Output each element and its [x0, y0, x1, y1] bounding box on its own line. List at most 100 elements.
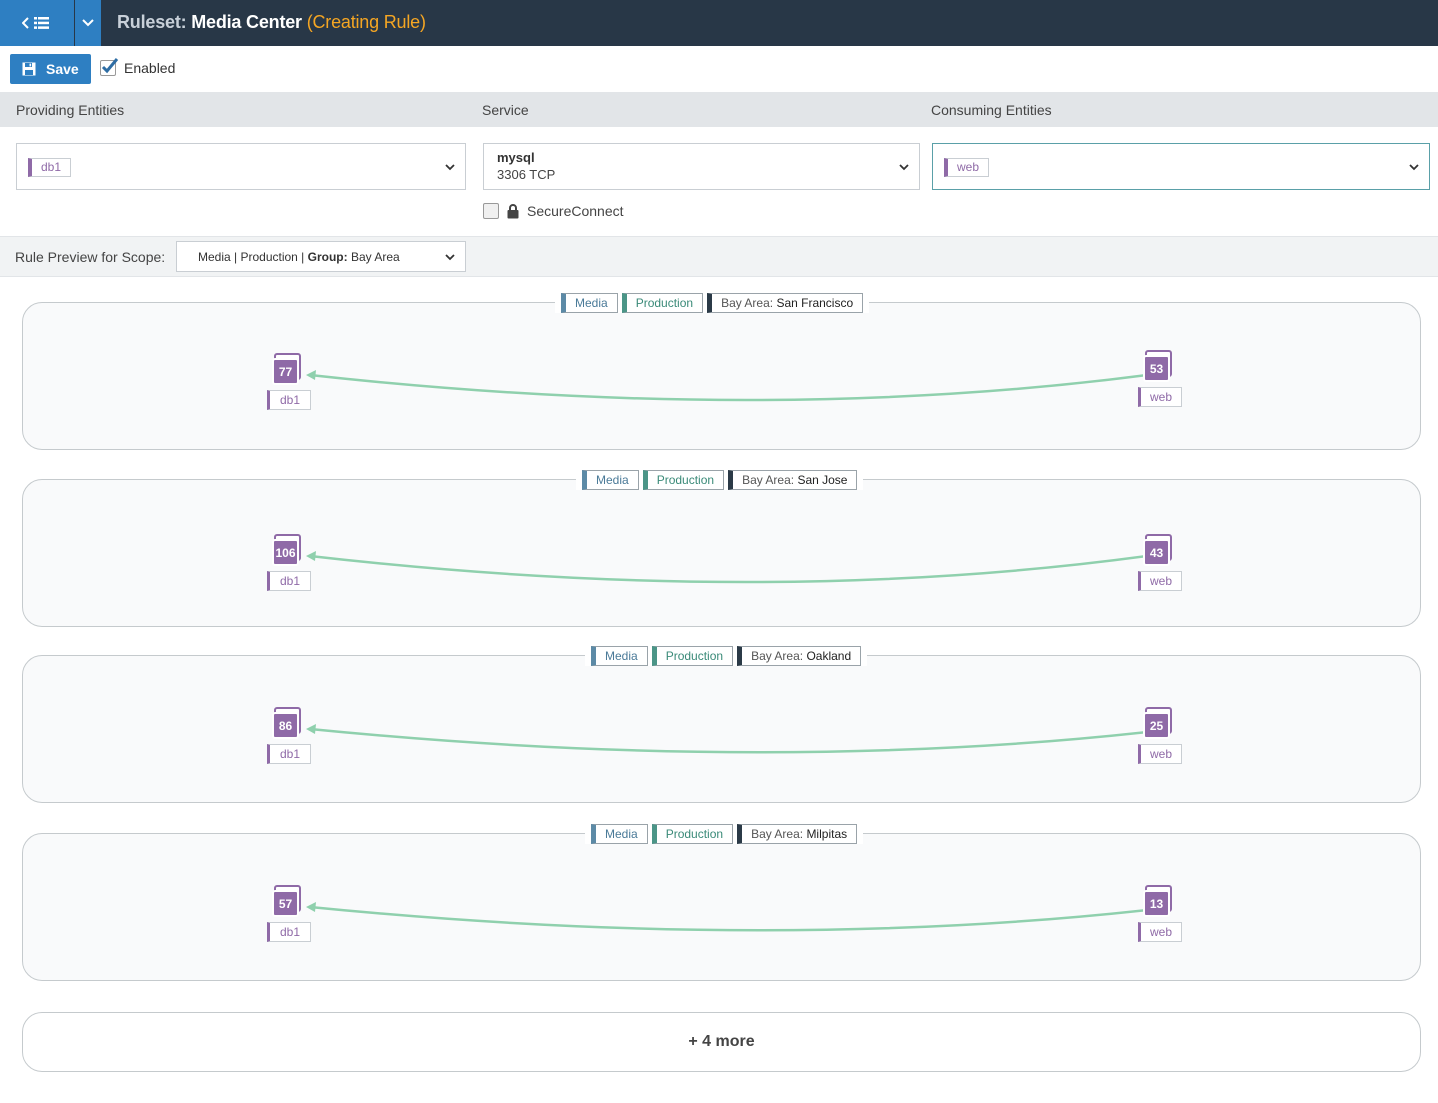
connection-arc [306, 370, 1148, 402]
chevron-down-icon [899, 164, 909, 171]
top-bar: Ruleset: Media Center (Creating Rule) [0, 0, 1438, 46]
connection-arc [306, 724, 1148, 754]
column-headers: Providing Entities Service Consuming Ent… [0, 92, 1438, 127]
group-labels: Media Production Bay Area: Oakland [585, 646, 868, 666]
loc-value: Milpitas [806, 827, 848, 841]
provider-count: 77 [272, 358, 299, 385]
consuming-entities-select[interactable]: web [932, 143, 1430, 190]
provider-node[interactable]: 86 db1 [267, 707, 312, 767]
env-label: Production [651, 824, 734, 844]
secure-connect-checkbox[interactable] [483, 203, 499, 219]
consuming-entity-pill[interactable]: web [944, 158, 990, 177]
loc-key: Bay Area: [742, 473, 795, 487]
arrow-head-icon [306, 370, 316, 380]
loc-key: Bay Area: [751, 827, 804, 841]
loc-value: Oakland [806, 649, 852, 663]
app-label: Media [591, 646, 648, 666]
env-label: Production [651, 646, 734, 666]
providing-entities-select[interactable]: db1 [16, 143, 466, 190]
app-label: Media [591, 824, 648, 844]
arrow-head-icon [306, 724, 316, 734]
consumer-label: web [1138, 387, 1182, 407]
preview-label: Rule Preview for Scope: [15, 249, 166, 265]
save-icon [22, 62, 36, 76]
show-more-button[interactable]: + 4 more [22, 1012, 1421, 1072]
providing-header: Providing Entities [16, 102, 125, 118]
consumer-node[interactable]: 25 web [1138, 707, 1183, 767]
provider-label: db1 [267, 744, 311, 764]
title-prefix: Ruleset: [117, 12, 187, 32]
arrow-head-icon [306, 902, 316, 912]
group-labels: Media Production Bay Area: San Francisco [555, 293, 870, 313]
provider-label: db1 [267, 571, 311, 591]
consumer-label: web [1138, 571, 1182, 591]
provider-count: 106 [272, 539, 299, 566]
group-box: Media Production Bay Area: Oakland 86 db… [22, 646, 1421, 803]
save-button[interactable]: Save [10, 54, 91, 84]
enabled-label: Enabled [124, 60, 176, 76]
scope-labels: Media | Production | [198, 250, 305, 264]
scope-group-key: Group: [307, 250, 348, 264]
back-to-list-button[interactable] [0, 0, 74, 46]
provider-node[interactable]: 57 db1 [267, 885, 312, 945]
service-header: Service [482, 102, 529, 118]
group-box: Media Production Bay Area: San Jose 106 … [22, 470, 1421, 627]
secure-connect-label: SecureConnect [527, 203, 624, 219]
back-list-icon [22, 17, 49, 29]
consumer-count: 43 [1143, 539, 1170, 566]
consumer-count: 13 [1143, 890, 1170, 917]
secure-connect-toggle[interactable]: SecureConnect [483, 203, 624, 219]
lock-icon [507, 203, 519, 218]
providing-entity-pill[interactable]: db1 [28, 158, 72, 177]
service-name: mysql [497, 150, 535, 165]
consumer-node[interactable]: 53 web [1138, 350, 1183, 410]
consumer-node[interactable]: 13 web [1138, 885, 1183, 945]
arrow-head-icon [306, 551, 316, 561]
consumer-label: web [1138, 922, 1182, 942]
loc-label: Bay Area: Oakland [737, 646, 862, 666]
group-box: Media Production Bay Area: Milpitas 57 d… [22, 824, 1421, 981]
connection-arc [306, 551, 1148, 584]
provider-label: db1 [267, 390, 311, 410]
provider-node[interactable]: 77 db1 [267, 353, 312, 413]
loc-value: San Francisco [776, 296, 854, 310]
env-label: Production [621, 293, 704, 313]
enabled-checkbox[interactable] [100, 58, 119, 76]
group-labels: Media Production Bay Area: San Jose [576, 470, 864, 490]
env-label: Production [642, 470, 725, 490]
save-label: Save [46, 61, 79, 77]
provider-count: 57 [272, 890, 299, 917]
group-box: Media Production Bay Area: San Francisco… [22, 293, 1421, 450]
loc-value: San Jose [797, 473, 848, 487]
nav-dropdown-button[interactable] [75, 0, 101, 46]
title-status: (Creating Rule) [306, 12, 426, 32]
checkmark-icon [101, 58, 119, 74]
chevron-down-icon [445, 254, 455, 261]
loc-label: Bay Area: San Francisco [707, 293, 864, 313]
app-label: Media [582, 470, 639, 490]
loc-label: Bay Area: Milpitas [737, 824, 858, 844]
group-labels: Media Production Bay Area: Milpitas [585, 824, 864, 844]
consumer-node[interactable]: 43 web [1138, 534, 1183, 594]
provider-count: 86 [272, 712, 299, 739]
enabled-toggle[interactable]: Enabled [100, 58, 176, 76]
chevron-down-icon [82, 19, 94, 27]
chevron-down-icon [1409, 164, 1419, 171]
app-label: Media [561, 293, 618, 313]
consuming-header: Consuming Entities [931, 102, 1052, 118]
ruleset-name: Media Center [191, 12, 302, 32]
service-port: 3306 TCP [497, 167, 556, 182]
consumer-count: 53 [1143, 355, 1170, 382]
provider-node[interactable]: 106 db1 [267, 534, 312, 594]
connection-arc [306, 902, 1148, 932]
loc-label: Bay Area: San Jose [728, 470, 858, 490]
loc-key: Bay Area: [751, 649, 804, 663]
scope-select[interactable]: Media | Production | Group: Bay Area [176, 241, 466, 272]
consumer-count: 25 [1143, 712, 1170, 739]
service-select[interactable]: mysql 3306 TCP [483, 143, 920, 190]
consumer-label: web [1138, 744, 1182, 764]
chevron-down-icon [445, 164, 455, 171]
loc-key: Bay Area: [721, 296, 774, 310]
page-title: Ruleset: Media Center (Creating Rule) [117, 12, 426, 33]
scope-group-value: Bay Area [350, 250, 400, 264]
